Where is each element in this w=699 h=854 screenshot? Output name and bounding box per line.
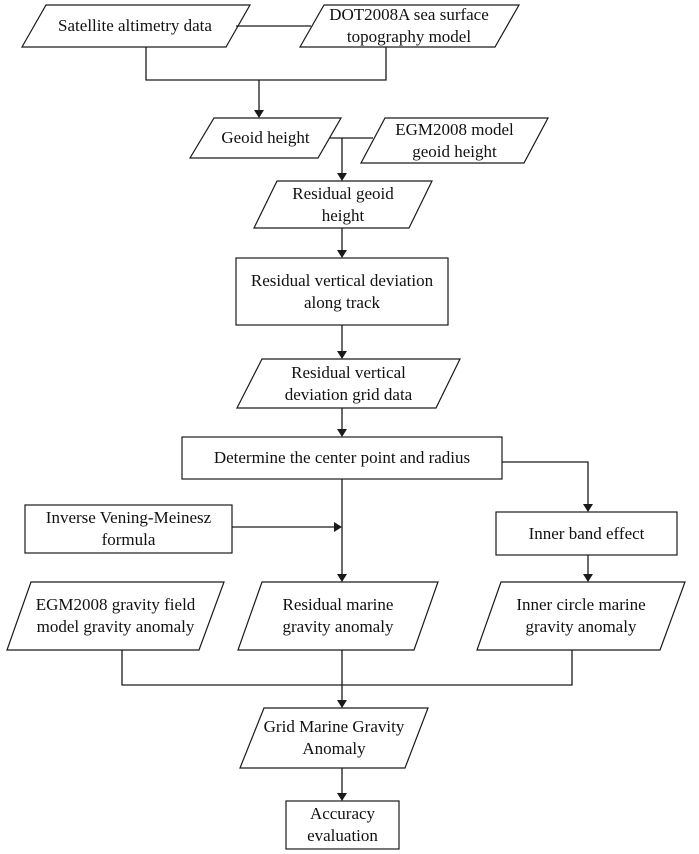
arrowhead-inverse-vm	[334, 522, 342, 532]
residual-vd-grid-shape	[236, 358, 461, 409]
arrowhead-geoid	[254, 110, 264, 118]
node-inner-band-effect: Inner band effect	[528, 523, 645, 543]
center-radius-shape	[181, 436, 503, 480]
arrowhead-inner-band	[583, 504, 593, 512]
node-egm2008-gravity-anomaly: EGM2008 gravity field model gravity anom…	[35, 595, 196, 636]
arrowhead-vd-grid	[337, 351, 347, 359]
geoid-height-shape	[188, 117, 343, 159]
satellite-altimetry-shape	[20, 4, 252, 48]
inverse-vm-shape	[24, 504, 233, 554]
node-center-point-radius: Determine the center point and radius	[213, 448, 471, 467]
arrowhead-residual-marine	[337, 574, 347, 582]
node-geoid-height: Geoid height	[221, 128, 310, 147]
dot2008a-shape	[298, 4, 521, 48]
node-egm2008-geoid-height: EGM2008 model geoid height	[395, 119, 514, 161]
egm2008-gravity-shape	[6, 581, 225, 651]
arrowhead-accuracy	[337, 793, 347, 801]
connector-to-inner-band	[502, 461, 589, 504]
node-satellite-altimetry: Satellite altimetry data	[58, 16, 212, 35]
node-grid-marine-gravity: Grid Marine Gravity Anomaly	[263, 717, 405, 758]
node-residual-vd-grid: Residual vertical deviation grid data	[284, 362, 413, 404]
residual-geoid-shape	[253, 180, 433, 229]
connector-top-merge	[145, 47, 387, 81]
node-residual-geoid-height: Residual geoid height	[292, 183, 394, 225]
node-inner-circle-marine-gravity: Inner circle marine gravity anomaly	[516, 595, 646, 636]
arrowhead-center-radius	[337, 429, 347, 437]
connector-bottom-merge	[121, 650, 573, 686]
grid-marine-shape	[239, 707, 429, 769]
arrowhead-vd-track	[337, 250, 347, 258]
node-inverse-vening-meinesz: Inverse Vening-Meinesz formula	[45, 508, 212, 549]
arrowhead-residual-geoid	[337, 173, 347, 181]
residual-marine-shape	[237, 581, 439, 651]
arrowhead-grid-marine	[337, 700, 347, 708]
node-residual-vd-along-track: Residual vertical deviation along track	[250, 270, 434, 312]
accuracy-shape	[285, 800, 400, 850]
inner-circle-shape	[476, 581, 686, 651]
node-residual-marine-gravity: Residual marine gravity anomaly	[282, 595, 394, 636]
egm2008-geoid-shape	[360, 117, 549, 164]
inner-band-shape	[495, 511, 678, 556]
arrowhead-inner-circle	[583, 574, 593, 582]
node-accuracy-evaluation: Accuracy evaluation	[307, 804, 378, 845]
node-dot2008a-model: DOT2008A sea surface topography model	[329, 5, 489, 46]
